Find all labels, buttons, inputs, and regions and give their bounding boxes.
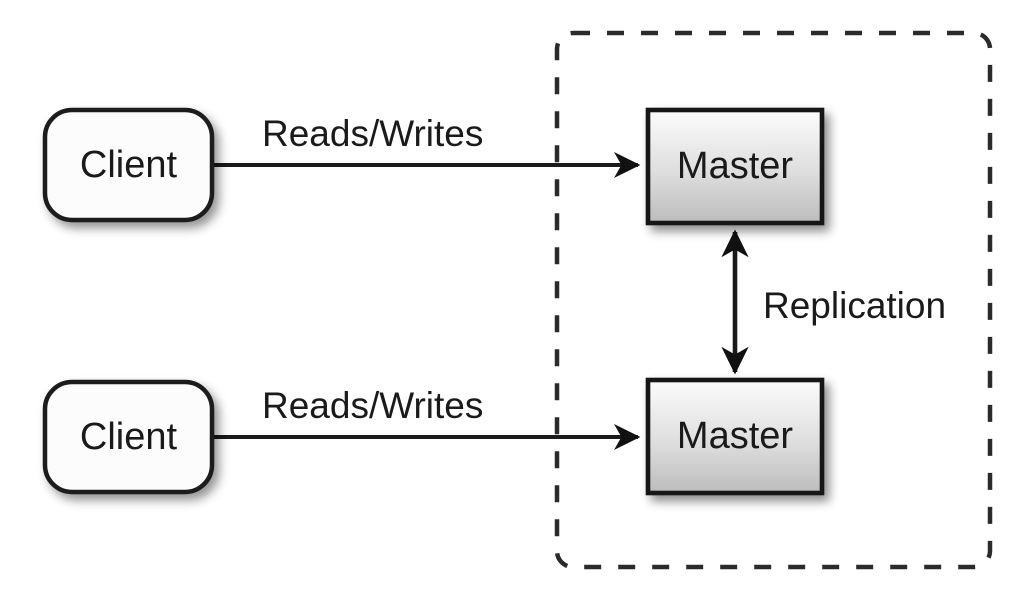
- master-top-label: Master: [677, 145, 793, 187]
- client-top-label: Client: [80, 144, 178, 186]
- master-bottom-label: Master: [677, 415, 793, 457]
- master-bottom-shape[interactable]: [645, 377, 825, 496]
- client-bottom-shape[interactable]: [42, 379, 215, 495]
- master-top-shape[interactable]: [645, 107, 825, 226]
- client-bottom-label: Client: [80, 416, 178, 458]
- node-client-bottom[interactable]: Client: [42, 379, 215, 495]
- edge-label-reads-writes-top: Reads/Writes: [262, 113, 483, 154]
- edge-label-replication: Replication: [763, 285, 946, 326]
- edge-label-reads-writes-bottom: Reads/Writes: [262, 385, 483, 426]
- client-top-shape[interactable]: [42, 107, 215, 223]
- node-master-bottom[interactable]: Master: [645, 377, 825, 496]
- node-client-top[interactable]: Client: [42, 107, 215, 223]
- node-master-top[interactable]: Master: [645, 107, 825, 226]
